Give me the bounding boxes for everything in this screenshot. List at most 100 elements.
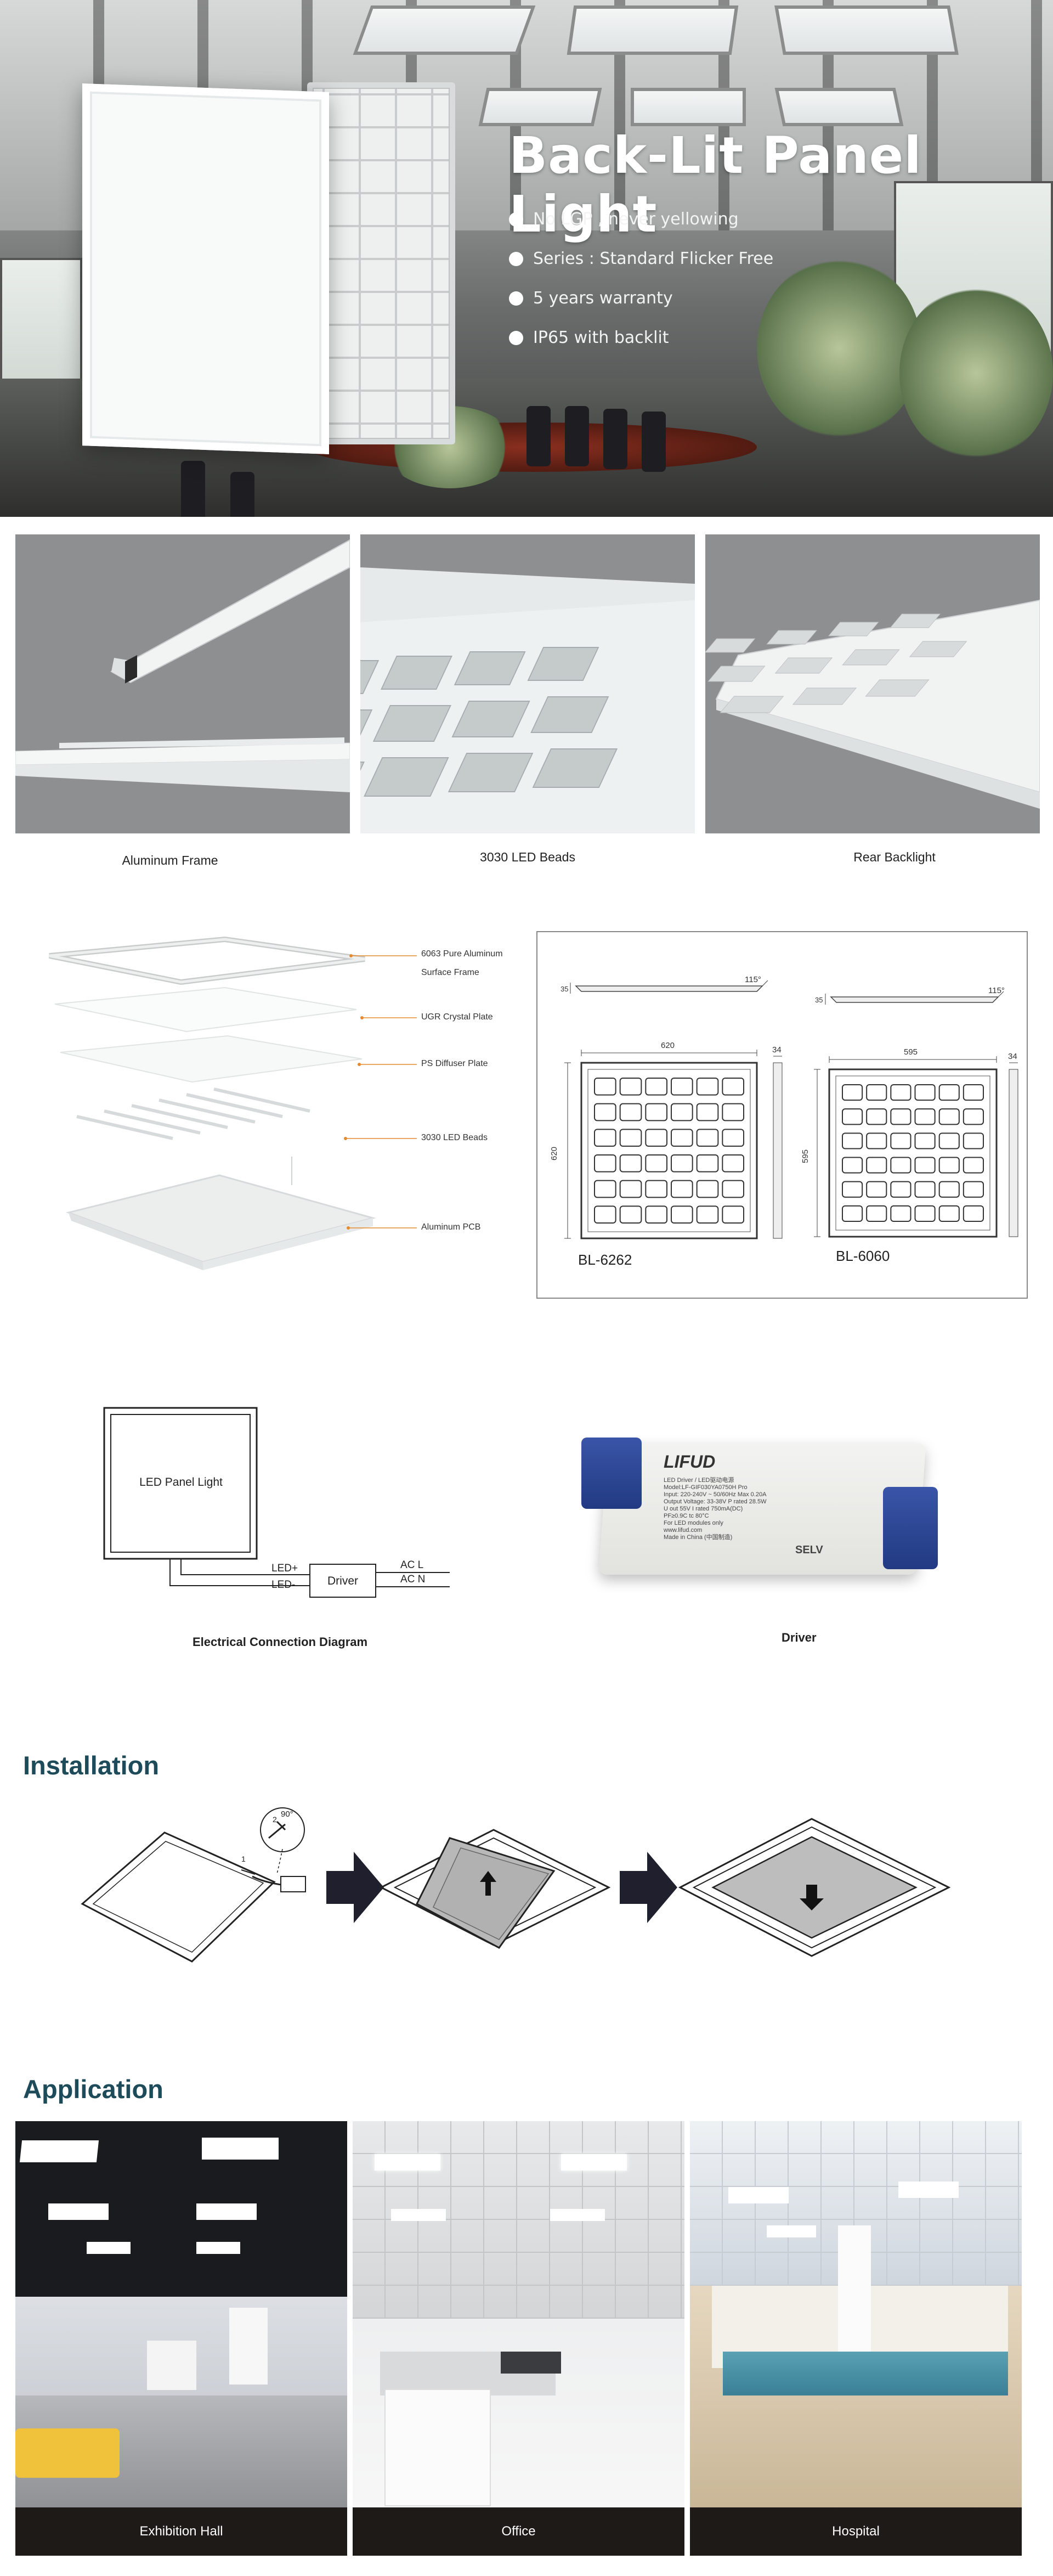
backlight-cell <box>866 1108 887 1125</box>
backlight-cell <box>696 1180 719 1198</box>
backlight-cell <box>938 1132 960 1149</box>
plant <box>757 258 921 439</box>
bullet-icon <box>509 251 523 266</box>
dim-depth: 34 <box>772 1045 782 1055</box>
application-caption: Hospital <box>690 2507 1022 2556</box>
backlight-cell <box>963 1181 984 1198</box>
spec-line: Input: 220-240V ~ 50/60Hz Max 0.20A <box>664 1491 767 1498</box>
ceiling-panel <box>567 5 739 55</box>
backlight-cell <box>645 1154 667 1173</box>
chair <box>642 412 666 472</box>
backlight-cell <box>619 1180 642 1198</box>
chair <box>565 406 589 466</box>
backlight-cell <box>671 1078 693 1096</box>
feature-item: IP65 with backlit <box>509 328 669 347</box>
backlight-cell <box>594 1180 616 1198</box>
backlight-cell <box>890 1181 912 1198</box>
dim-height: 620 <box>550 1146 559 1161</box>
ceiling-panel <box>19 2140 99 2162</box>
backlight-cell <box>594 1078 616 1096</box>
display-board <box>147 2341 196 2390</box>
application-photo-hospital: Hospital <box>690 2121 1022 2556</box>
backlight-cell <box>890 1205 912 1222</box>
chair <box>603 409 627 469</box>
backlight-cell <box>619 1154 642 1173</box>
backlight-cell <box>938 1084 960 1101</box>
detail-photo-beads <box>360 534 695 833</box>
electrical-diagram: LED Panel Light LED+ LED- Driver AC L AC… <box>99 1403 455 1612</box>
ceiling-panel <box>774 88 904 126</box>
installation-steps: 90° 1 2 <box>77 1805 976 1970</box>
ceiling-panel <box>48 2203 109 2220</box>
layer-label: UGR Crystal Plate <box>421 1012 493 1022</box>
step-label: 2 <box>273 1815 277 1824</box>
backlight-cell <box>722 1154 745 1173</box>
application-title: Application <box>23 2075 163 2104</box>
ceiling-panel <box>196 2203 257 2220</box>
application-photo-office: Office <box>353 2121 684 2556</box>
driver-box-label: Driver <box>327 1575 358 1587</box>
ceiling-panel <box>898 2182 959 2198</box>
backlight-cell <box>914 1205 936 1222</box>
backlight-cell <box>914 1181 936 1198</box>
ceiling-panel <box>561 2154 627 2171</box>
feature-item: 5 years warranty <box>509 289 673 308</box>
backlight-cell <box>671 1180 693 1198</box>
ceiling-panel <box>87 2242 131 2254</box>
backlight-cell <box>890 1108 912 1125</box>
spec-line: Made in China (中国制造) <box>664 1534 733 1541</box>
backlight-cell <box>938 1205 960 1222</box>
spec-line: For LED modules only <box>664 1520 723 1526</box>
backlight-cell <box>671 1129 693 1147</box>
backlight-cell <box>645 1103 667 1121</box>
aluminum-frame-illustration <box>15 539 350 792</box>
led-plus-label: LED+ <box>271 1563 298 1574</box>
office-chairs <box>501 2352 561 2374</box>
detail-caption-frame: Aluminum Frame <box>122 853 218 867</box>
backlight-cell <box>671 1103 693 1121</box>
backlight-cell <box>722 1180 745 1198</box>
feature-text: Series : Standard Flicker Free <box>533 249 774 268</box>
dim-angle: 115° <box>745 975 761 984</box>
backlight-cell <box>963 1108 984 1125</box>
step-label: 1 <box>241 1855 246 1863</box>
backlight-cell <box>914 1132 936 1149</box>
backlight-cell <box>866 1084 887 1101</box>
backlight-cell <box>696 1129 719 1147</box>
backlight-cell <box>594 1205 616 1224</box>
backlight-cell <box>866 1181 887 1198</box>
backlight-cell <box>696 1205 719 1224</box>
dimension-drawing: 620 620 34 115° 35 BL-6262 595 595 34 11… <box>536 931 1028 1299</box>
spec-line: www.lifud.com <box>664 1527 703 1534</box>
bullet-icon <box>509 212 523 227</box>
exploded-view: 6063 Pure Aluminum Surface Frame UGR Cry… <box>44 927 537 1300</box>
hero-banner: Back-Lit Panel Light No LGP , never yell… <box>0 0 1053 517</box>
step3-frame <box>678 1818 951 1957</box>
backlight-cell <box>619 1103 642 1121</box>
exploded-layers-diagram <box>49 936 417 1270</box>
backlight-cell <box>842 1108 863 1125</box>
backlight-cell <box>594 1129 616 1147</box>
backlight-cell <box>722 1129 745 1147</box>
model-label: BL-6060 <box>836 1248 890 1264</box>
layer-label: Aluminum PCB <box>421 1222 481 1232</box>
backlight-cell <box>696 1103 719 1121</box>
ceiling-panel <box>550 2209 605 2221</box>
layer-label: PS Diffuser Plate <box>421 1059 488 1068</box>
backlight-cell <box>963 1157 984 1174</box>
backlight-cell <box>722 1205 745 1224</box>
backlight-cell <box>914 1108 936 1125</box>
dimension-lines <box>564 980 1018 1239</box>
detail-photo-frame <box>15 534 350 833</box>
spec-line: U out 55V I rated 750mA(DC) <box>664 1506 743 1512</box>
ceiling-panel <box>774 5 959 55</box>
ceiling-panel <box>375 2154 440 2171</box>
backlight-cell <box>722 1103 745 1121</box>
chair <box>181 461 205 517</box>
reception-counter <box>723 2352 1008 2395</box>
chair <box>230 472 254 517</box>
backlight-cell <box>842 1157 863 1174</box>
backlight-cell <box>671 1154 693 1173</box>
backlight-cell <box>842 1132 863 1149</box>
ceiling-panel <box>478 88 602 126</box>
